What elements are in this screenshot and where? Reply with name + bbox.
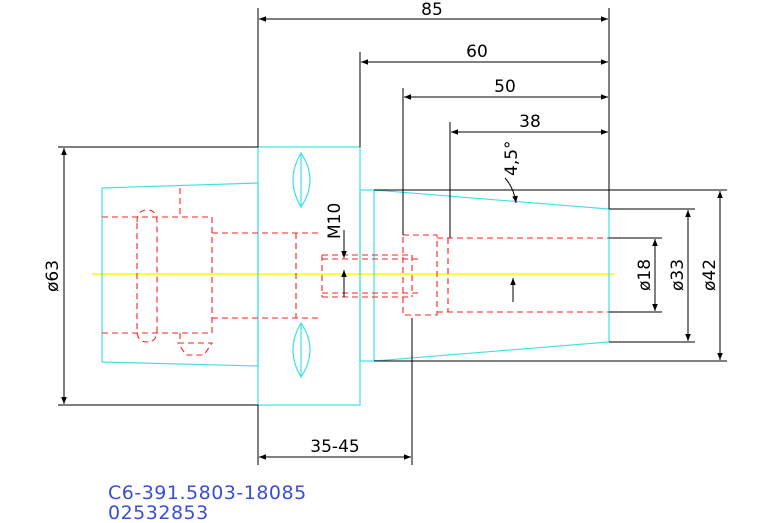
dim-thread-label: M10 <box>325 203 345 239</box>
dim-60-label: 60 <box>466 42 488 62</box>
dim-dia42-label: ø42 <box>700 259 720 291</box>
dim-50-label: 50 <box>494 77 516 97</box>
dim-38-label: 38 <box>519 112 541 132</box>
dim-angle-label: 4,5° <box>502 140 522 176</box>
dim-dia18-label: ø18 <box>635 259 655 291</box>
part-code: C6-391.5803-18085 <box>108 482 307 504</box>
part-number: 02532853 <box>108 502 209 523</box>
dimension-lines <box>58 8 727 465</box>
dim-range-label: 35-45 <box>310 437 359 457</box>
dim-dia63-label: ø63 <box>43 260 63 292</box>
dim-dia33-label: ø33 <box>668 259 688 291</box>
hidden-lines <box>102 188 609 356</box>
part-outline <box>101 146 610 406</box>
dim-85-label: 85 <box>421 0 443 20</box>
